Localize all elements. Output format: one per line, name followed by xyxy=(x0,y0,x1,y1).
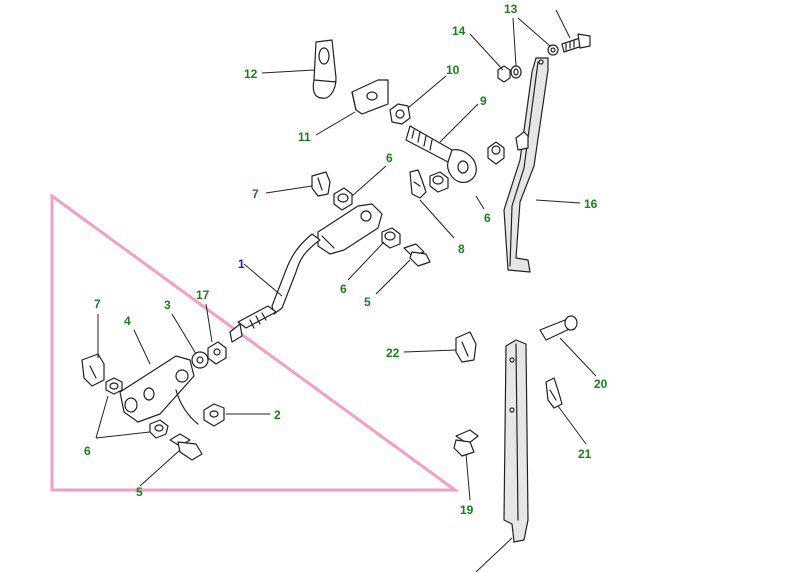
bolt-top-right xyxy=(561,33,591,53)
callout-11: 11 xyxy=(298,130,311,144)
callout-8: 8 xyxy=(458,242,465,256)
support-arm-part xyxy=(503,57,549,273)
pin-part-5-lower xyxy=(169,433,203,461)
nut-part-10 xyxy=(389,103,411,125)
callout-7-lower: 7 xyxy=(94,297,101,311)
callout-3: 3 xyxy=(164,298,171,312)
callout-20: 20 xyxy=(594,377,608,391)
callout-1: 1 xyxy=(238,257,245,271)
callout-21: 21 xyxy=(578,447,592,461)
clip-part-7-upper xyxy=(311,171,331,197)
callout-labels: 12 11 10 9 14 13 16 6 8 6 7 1 6 5 7 4 3 … xyxy=(84,2,608,517)
callout-22: 22 xyxy=(386,346,400,360)
pin-part-20 xyxy=(539,315,578,341)
callout-19: 19 xyxy=(460,503,474,517)
callout-6-upper: 6 xyxy=(386,151,393,165)
leader-lines xyxy=(95,9,597,572)
bushing-part-6c xyxy=(429,171,449,193)
callout-6-mid: 6 xyxy=(340,282,347,296)
clip-part-8 xyxy=(409,169,427,199)
nut-part-2 xyxy=(203,403,225,427)
rod-end-part xyxy=(405,125,477,183)
callout-2: 2 xyxy=(274,408,281,422)
washer-part-6e xyxy=(149,419,169,439)
washer-part-3 xyxy=(191,351,209,369)
pin-part-5-middle xyxy=(403,243,431,267)
bracket-part xyxy=(351,79,389,115)
channel-bracket-part xyxy=(503,339,529,543)
clip-part-22 xyxy=(455,331,477,363)
callout-12: 12 xyxy=(244,67,258,81)
callout-4: 4 xyxy=(124,314,131,328)
p-clip-part xyxy=(312,39,337,99)
control-rod-part xyxy=(229,203,383,343)
callout-6-lower: 6 xyxy=(84,444,91,458)
highlight-triangle xyxy=(50,193,460,492)
callout-5-lower: 5 xyxy=(136,485,143,499)
washer-part-6d xyxy=(105,377,123,395)
bushing-part-6a xyxy=(333,187,353,211)
clip-part-21 xyxy=(545,377,563,409)
callout-6-right: 6 xyxy=(484,211,491,225)
callout-17: 17 xyxy=(196,288,210,302)
callout-10: 10 xyxy=(446,63,460,77)
pin-part-19 xyxy=(453,429,479,457)
callout-7-upper: 7 xyxy=(252,187,259,201)
bushing-part-right xyxy=(487,141,505,165)
callout-16: 16 xyxy=(584,197,598,211)
callout-13: 13 xyxy=(504,2,518,16)
lever-part-4 xyxy=(119,355,199,425)
bushing-part-6b xyxy=(381,227,401,249)
callout-14: 14 xyxy=(452,24,466,38)
clip-part-7-lower xyxy=(81,353,105,387)
washer-nut-13-14 xyxy=(497,44,559,83)
callout-5-mid: 5 xyxy=(364,295,371,309)
nut-part-17 xyxy=(207,341,227,365)
callout-9: 9 xyxy=(480,94,487,108)
